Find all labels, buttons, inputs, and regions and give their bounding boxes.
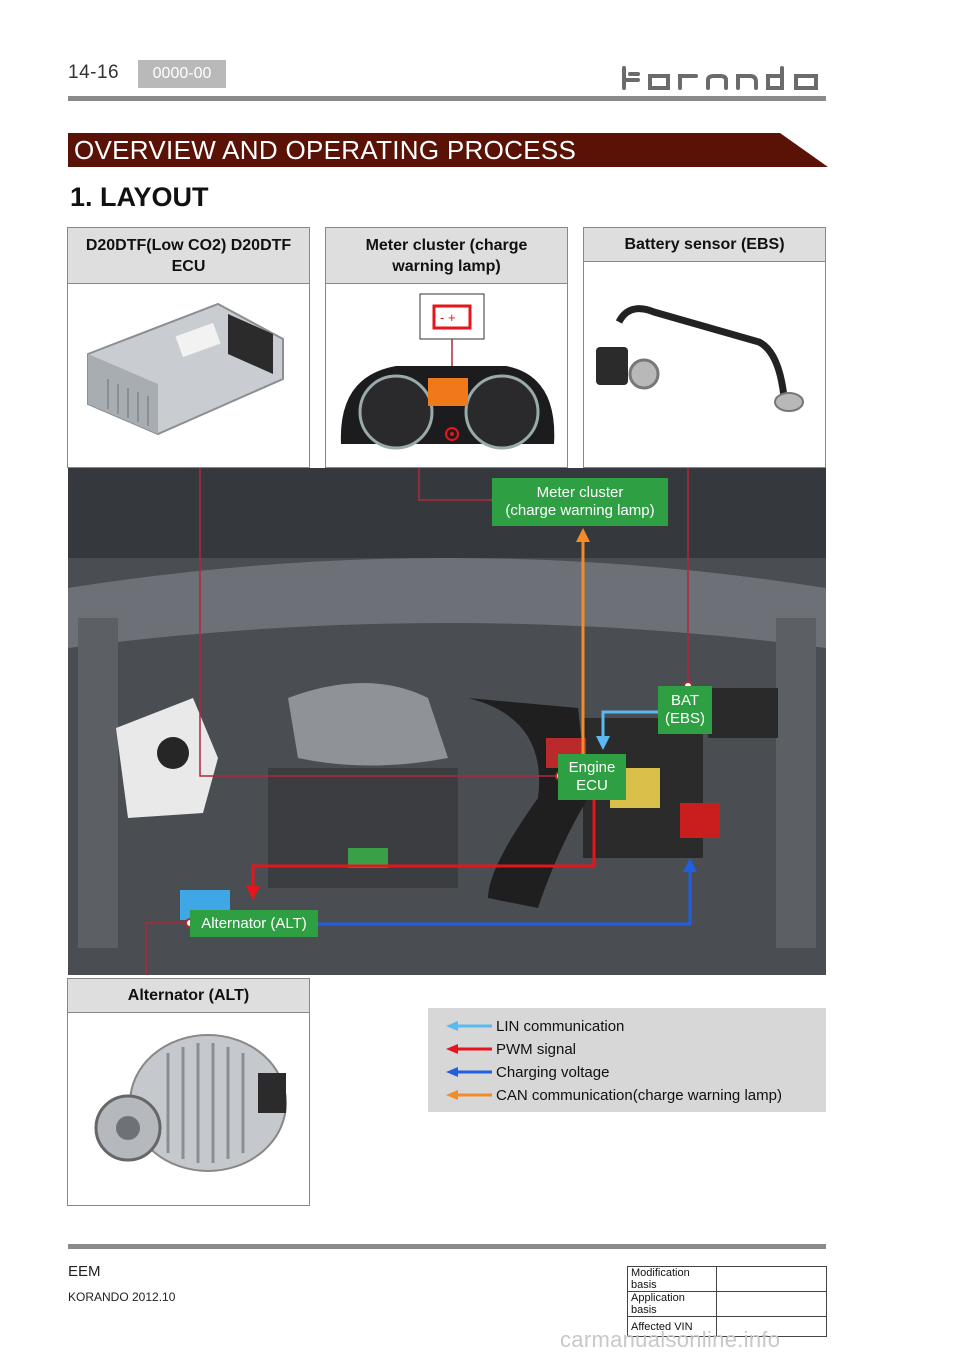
engine-bay-image: Meter cluster(charge warning lamp) BAT(E… xyxy=(68,468,826,975)
korando-logo xyxy=(622,66,818,90)
section-title: 1. LAYOUT xyxy=(70,182,209,212)
charging-arrow-icon xyxy=(446,1067,492,1077)
ecu-card: D20DTF(Low CO2) D20DTF ECU xyxy=(67,227,310,468)
banner-title: OVERVIEW AND OPERATING PROCESS xyxy=(74,135,577,165)
footer-section: EEM xyxy=(68,1263,101,1280)
meter-card: Meter cluster (charge warning lamp) - + xyxy=(325,227,568,468)
legend-label-pwm: PWM signal xyxy=(496,1041,577,1058)
signal-legend: LIN communication PWM signal Charging vo… xyxy=(428,1008,826,1112)
legend-label-charging: Charging voltage xyxy=(496,1064,610,1081)
revision-label: Modification basis xyxy=(627,1266,717,1292)
title-banner xyxy=(68,133,828,167)
lin-arrow-icon xyxy=(446,1021,492,1031)
pwm-arrow-icon xyxy=(446,1044,492,1054)
battery-sensor-card: Battery sensor (EBS) xyxy=(583,227,826,468)
meter-card-title: Meter cluster (charge warning lamp) xyxy=(326,228,567,284)
meter-cluster-image: - + xyxy=(326,284,567,467)
revision-label: Application basis xyxy=(627,1291,717,1317)
alternator-tag: Alternator (ALT) xyxy=(190,910,318,937)
alternator-image xyxy=(68,1013,309,1205)
battery-warning-icon: - + xyxy=(440,310,456,325)
meter-cluster-tag: Meter cluster(charge warning lamp) xyxy=(492,478,668,526)
alternator-card: Alternator (ALT) xyxy=(67,978,310,1206)
revision-table: Modification basis Application basis Aff… xyxy=(627,1266,827,1337)
revision-value xyxy=(716,1266,827,1292)
legend-label-lin: LIN communication xyxy=(496,1018,625,1035)
alternator-card-title: Alternator (ALT) xyxy=(68,979,309,1013)
revision-value xyxy=(716,1291,827,1317)
ecu-card-title: D20DTF(Low CO2) D20DTF ECU xyxy=(68,228,309,284)
page-number: 14-16 xyxy=(68,62,120,83)
battery-sensor-image xyxy=(584,262,825,467)
footer-model: KORANDO 2012.10 xyxy=(68,1290,176,1304)
header-rule xyxy=(68,96,826,101)
legend-label-can: CAN communication(charge warning lamp) xyxy=(496,1087,782,1104)
watermark: carmanualsonline.info xyxy=(560,1327,781,1352)
ecu-image xyxy=(68,284,309,467)
battery-sensor-tag: BAT(EBS) xyxy=(658,686,712,734)
battery-sensor-card-title: Battery sensor (EBS) xyxy=(584,228,825,262)
revision-value xyxy=(716,1316,827,1337)
footer-rule xyxy=(68,1244,826,1249)
can-arrow-icon xyxy=(446,1090,492,1100)
section-code-badge: 0000-00 xyxy=(138,60,226,88)
